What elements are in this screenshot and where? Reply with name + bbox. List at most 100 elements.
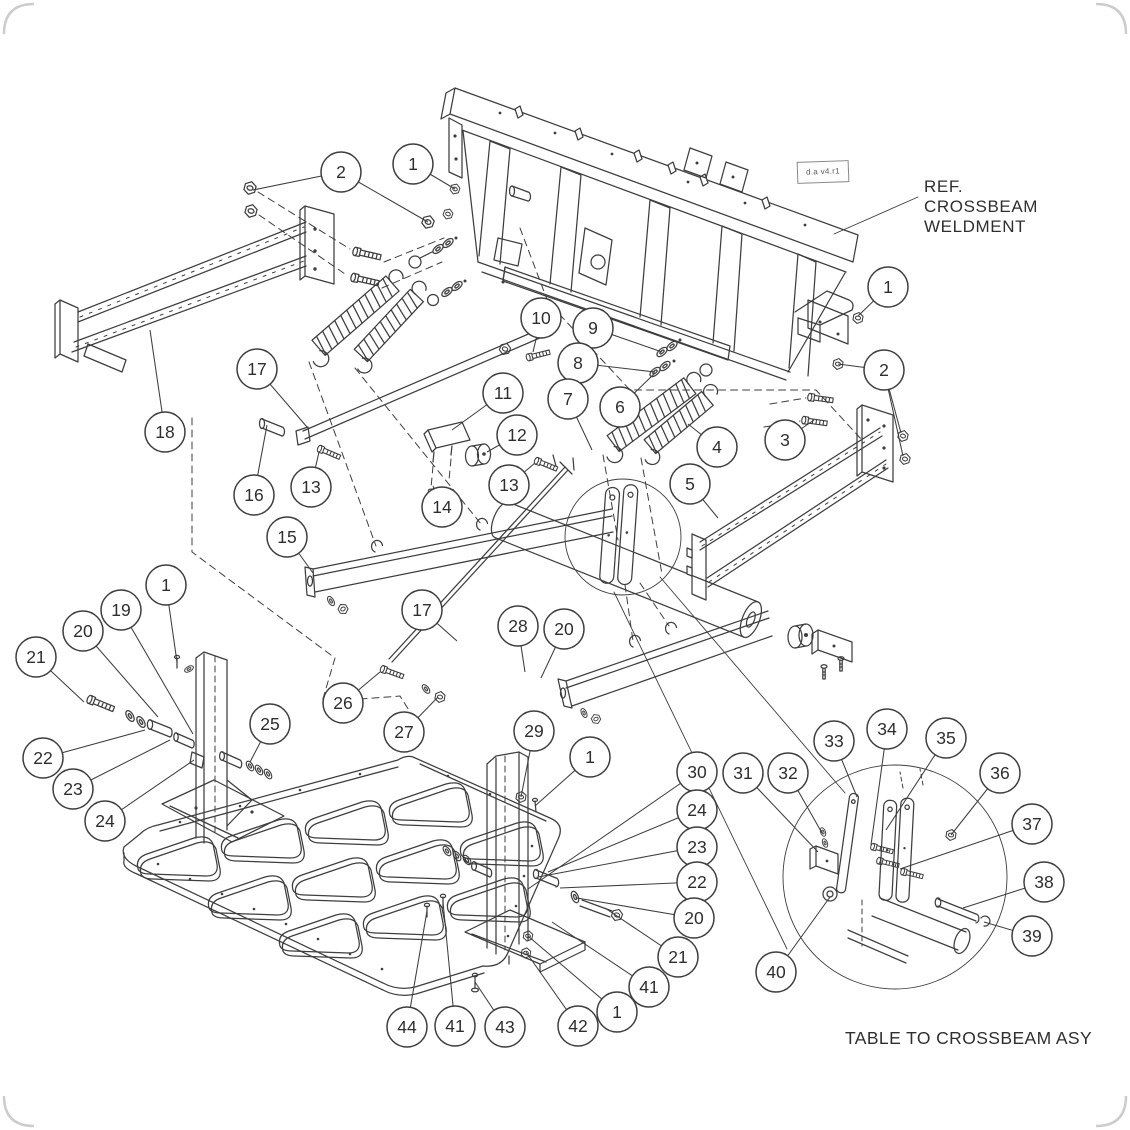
callout-number: 32: [778, 763, 797, 783]
callout-balloon: 15: [266, 516, 308, 558]
beam-15: [304, 361, 614, 617]
callout-number: 28: [508, 616, 527, 636]
callout-number: 2: [879, 360, 889, 380]
callout-number: 6: [615, 397, 625, 417]
callout-balloon: 11: [482, 372, 524, 414]
callout-balloon: 41: [628, 966, 670, 1008]
detail-view-circle: [782, 764, 1008, 990]
callout-balloon: 1: [867, 266, 909, 308]
callout-number: 26: [333, 693, 352, 713]
callout-balloon: 13: [488, 464, 530, 506]
upper-tie-rod: [258, 328, 552, 462]
callout-balloon: 6: [599, 386, 641, 428]
callout-number: 17: [247, 359, 266, 379]
callout-balloon: 19: [100, 589, 142, 631]
callout-number: 17: [412, 600, 431, 620]
middle-springs: [602, 338, 719, 575]
callout-number: 2: [336, 162, 346, 182]
callout-number: 18: [155, 422, 174, 442]
callout-balloon: 35: [925, 717, 967, 759]
callout-balloon: 23: [52, 768, 94, 810]
callout-number: 25: [260, 714, 279, 734]
ref-note-line-2: CROSSBEAM: [924, 197, 1038, 216]
callout-number: 12: [507, 425, 526, 445]
callout-balloon: 41: [434, 1005, 476, 1047]
callout-number: 1: [612, 1002, 622, 1022]
callout-number: 23: [687, 837, 706, 857]
callout-balloon: 20: [62, 610, 104, 652]
callout-balloon: 7: [547, 378, 589, 420]
callout-balloon: 20: [673, 897, 715, 939]
callout-number: 36: [990, 763, 1009, 783]
callout-balloon: 21: [657, 936, 699, 978]
callout-balloon: 24: [676, 789, 718, 831]
callout-balloon: 36: [979, 752, 1021, 794]
callout-balloon: 1: [392, 143, 434, 185]
left-upright-bracket: [85, 651, 285, 844]
callout-balloon: 16: [233, 474, 275, 516]
callout-balloon: 26: [322, 682, 364, 724]
callout-leader: [537, 846, 698, 878]
lower-tie-rod: [378, 454, 575, 704]
callout-balloon: 32: [767, 752, 809, 794]
callout-number: 4: [712, 437, 722, 457]
callout-number: 1: [883, 277, 893, 297]
callout-balloon: 9: [572, 307, 614, 349]
callout-number: 44: [397, 1017, 417, 1037]
callout-leader: [442, 901, 456, 1027]
callout-number: 20: [554, 619, 574, 639]
callout-balloon: 29: [513, 710, 555, 752]
hook-beam: [557, 610, 773, 726]
callout-balloon: 8: [557, 342, 599, 384]
callout-balloon: 42: [557, 1005, 599, 1047]
scan-stamp: d.a v4.r1: [796, 160, 850, 184]
callout-number: 11: [494, 383, 512, 403]
callout-number: 21: [668, 947, 687, 967]
callout-balloon: 2: [863, 349, 905, 391]
callout-balloon: 25: [249, 703, 291, 745]
callout-number: 8: [573, 353, 583, 373]
callout-number: 14: [432, 497, 452, 517]
callout-number: 43: [495, 1017, 514, 1037]
callout-number: 15: [277, 527, 296, 547]
callout-balloon: 18: [144, 411, 186, 453]
wheel-and-bracket: [787, 623, 853, 680]
callout-number: 41: [445, 1016, 464, 1036]
callout-balloon: 20: [543, 608, 585, 650]
callout-balloon: 37: [1011, 803, 1053, 845]
callout-balloon: 1: [596, 991, 638, 1033]
crossbeam-weldment: [440, 87, 859, 381]
callout-balloon: 17: [236, 348, 278, 390]
callout-balloon: 17: [401, 589, 443, 631]
detail-projection-line-1: [659, 576, 846, 794]
callout-number: 42: [568, 1016, 587, 1036]
callout-balloon: 22: [676, 861, 718, 903]
right-arm-weldment: [686, 311, 912, 601]
callout-number: 13: [301, 477, 320, 497]
callout-balloon: 28: [497, 605, 539, 647]
center-link-plates: [564, 478, 682, 642]
callout-number: 29: [524, 721, 543, 741]
callout-balloon: 34: [866, 708, 908, 750]
callout-number: 24: [687, 800, 707, 820]
callout-number: 27: [394, 722, 413, 742]
callout-balloon: 21: [15, 636, 57, 678]
callout-number: 22: [687, 872, 706, 892]
left-arm-fasteners: [242, 179, 462, 289]
callout-balloon: 1: [569, 736, 611, 778]
callout-balloon: 10: [520, 297, 562, 339]
callout-number: 34: [877, 719, 897, 739]
callout-number: 1: [161, 575, 171, 595]
assembly-caption: TABLE TO CROSSBEAM ASY: [845, 1028, 1092, 1048]
callout-number: 40: [766, 962, 786, 982]
table-weldment: [122, 755, 561, 996]
callout-number: 38: [1034, 872, 1053, 892]
callout-number: 9: [588, 318, 598, 338]
callout-leader: [527, 771, 698, 890]
callout-number: 13: [499, 475, 518, 495]
callout-leader: [547, 809, 698, 873]
callout-leader: [120, 609, 194, 735]
